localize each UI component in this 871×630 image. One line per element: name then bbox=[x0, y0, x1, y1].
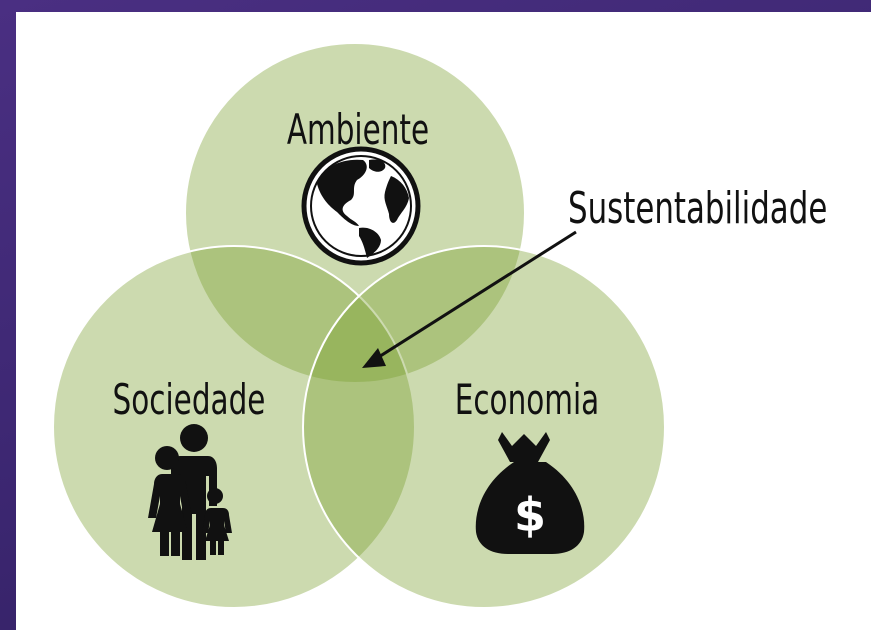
arrow bbox=[362, 230, 577, 368]
family-icon bbox=[148, 424, 232, 560]
svg-text:$: $ bbox=[514, 488, 546, 542]
label-sociedade: Sociedade bbox=[113, 375, 266, 424]
label-ambiente: Ambiente bbox=[287, 105, 429, 154]
money-bag-icon: $ bbox=[475, 432, 585, 554]
globe-icon bbox=[301, 146, 421, 266]
slide: Ambiente Sociedade Economia Sustentabili… bbox=[16, 12, 871, 630]
label-sustentabilidade: Sustentabilidade bbox=[568, 183, 827, 234]
circle-economia bbox=[302, 245, 666, 609]
circle-sociedade bbox=[52, 245, 416, 609]
venn-diagram: Ambiente Sociedade Economia Sustentabili… bbox=[52, 42, 827, 609]
label-economia: Economia bbox=[455, 375, 600, 424]
